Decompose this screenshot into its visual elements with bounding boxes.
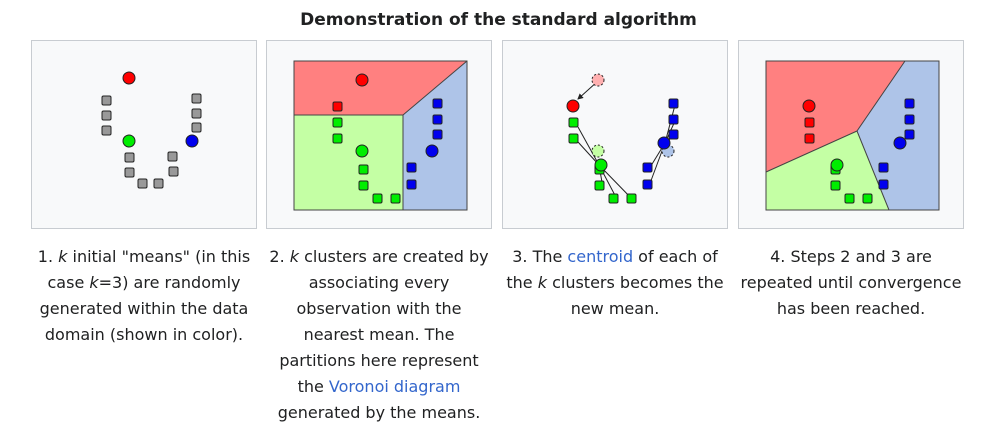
- panel-step-2: [266, 40, 492, 229]
- caption-italic: k: [89, 273, 99, 292]
- observation-blue: [406, 179, 417, 190]
- panel-step-1: [31, 40, 257, 229]
- panel-step-3: [502, 40, 728, 229]
- observation-point: [124, 152, 135, 163]
- caption-text: 4. Steps 2 and 3 are repeated until conv…: [740, 247, 962, 318]
- observation-point: [101, 125, 112, 136]
- observation-green: [332, 133, 343, 144]
- observation-blue: [432, 114, 443, 125]
- observation-blue: [642, 179, 653, 190]
- mean-green: [122, 134, 136, 148]
- caption-link[interactable]: centroid: [567, 247, 634, 266]
- old-mean-green: [591, 144, 605, 158]
- caption-text: clusters are created by associating ever…: [279, 247, 489, 396]
- mean-blue: [185, 134, 199, 148]
- mean-red: [122, 71, 136, 85]
- observation-green: [358, 164, 369, 175]
- observation-blue: [432, 129, 443, 140]
- caption-step-4: 4. Steps 2 and 3 are repeated until conv…: [738, 244, 964, 322]
- caption-step-3: 3. The centroid of each of the k cluster…: [502, 244, 728, 322]
- observation-blue: [904, 114, 915, 125]
- caption-text: 2.: [269, 247, 290, 266]
- observation-green: [568, 133, 579, 144]
- observation-point: [137, 178, 148, 189]
- observation-blue: [642, 162, 653, 173]
- observation-blue: [904, 98, 915, 109]
- observation-green: [332, 117, 343, 128]
- observation-red: [804, 133, 815, 144]
- observation-blue: [432, 98, 443, 109]
- observation-point: [101, 110, 112, 121]
- observation-point: [124, 167, 135, 178]
- region-green: [766, 131, 889, 210]
- step-4-diagram: [765, 60, 940, 211]
- new-mean-green: [594, 158, 608, 172]
- step-1-diagram: [101, 71, 202, 189]
- region-red: [766, 61, 905, 172]
- caption-step-2: 2. k clusters are created by associating…: [266, 244, 492, 426]
- region-green: [294, 115, 403, 210]
- caption-text: initial "means" (in this case: [47, 247, 251, 292]
- new-mean-blue: [657, 136, 671, 150]
- observation-green: [568, 117, 579, 128]
- caption-italic: k: [537, 273, 547, 292]
- observation-blue: [878, 179, 889, 190]
- mean-green: [355, 144, 369, 158]
- observation-green: [358, 180, 369, 191]
- observation-green: [608, 193, 619, 204]
- observation-green: [844, 193, 855, 204]
- mean-red: [355, 73, 369, 87]
- caption-text: generated by the means.: [277, 403, 481, 422]
- observation-blue: [668, 114, 679, 125]
- observation-point: [101, 95, 112, 106]
- caption-italic: k: [289, 247, 300, 266]
- observation-green: [626, 193, 637, 204]
- mean-blue: [893, 136, 907, 150]
- mean-blue: [425, 144, 439, 158]
- observation-point: [153, 178, 164, 189]
- figure-title: Demonstration of the standard algorithm: [300, 10, 697, 30]
- mean-green: [830, 158, 844, 172]
- observation-point: [191, 122, 202, 133]
- observation-blue: [668, 129, 679, 140]
- observation-point: [168, 166, 179, 177]
- caption-text: of each of the: [506, 247, 718, 292]
- observation-green: [862, 193, 873, 204]
- caption-text: =3) are randomly generated within the da…: [39, 273, 249, 344]
- new-mean-red: [566, 99, 580, 113]
- caption-link[interactable]: Voronoi diagram: [328, 377, 461, 396]
- observation-point: [191, 93, 202, 104]
- observation-point: [191, 108, 202, 119]
- observation-blue: [878, 162, 889, 173]
- observation-blue: [904, 129, 915, 140]
- mean-red: [802, 99, 816, 113]
- observation-blue: [406, 162, 417, 173]
- observation-green: [830, 180, 841, 191]
- caption-italic: k: [58, 247, 68, 266]
- observation-green: [372, 193, 383, 204]
- region-blue: [857, 61, 939, 210]
- caption-step-1: 1. k initial "means" (in this case k=3) …: [31, 244, 257, 348]
- caption-text: 1.: [37, 247, 59, 266]
- step-2-diagram: [293, 60, 468, 211]
- panel-step-4: [738, 40, 964, 229]
- old-mean-red: [591, 73, 605, 87]
- observation-green: [594, 180, 605, 191]
- caption-text: 3. The: [512, 247, 568, 266]
- step-3-diagram: [566, 73, 679, 204]
- observation-red: [804, 117, 815, 128]
- caption-text: clusters becomes the new mean.: [546, 273, 724, 318]
- observation-blue: [668, 98, 679, 109]
- observation-point: [167, 151, 178, 162]
- observation-green: [390, 193, 401, 204]
- observation-red: [332, 101, 343, 112]
